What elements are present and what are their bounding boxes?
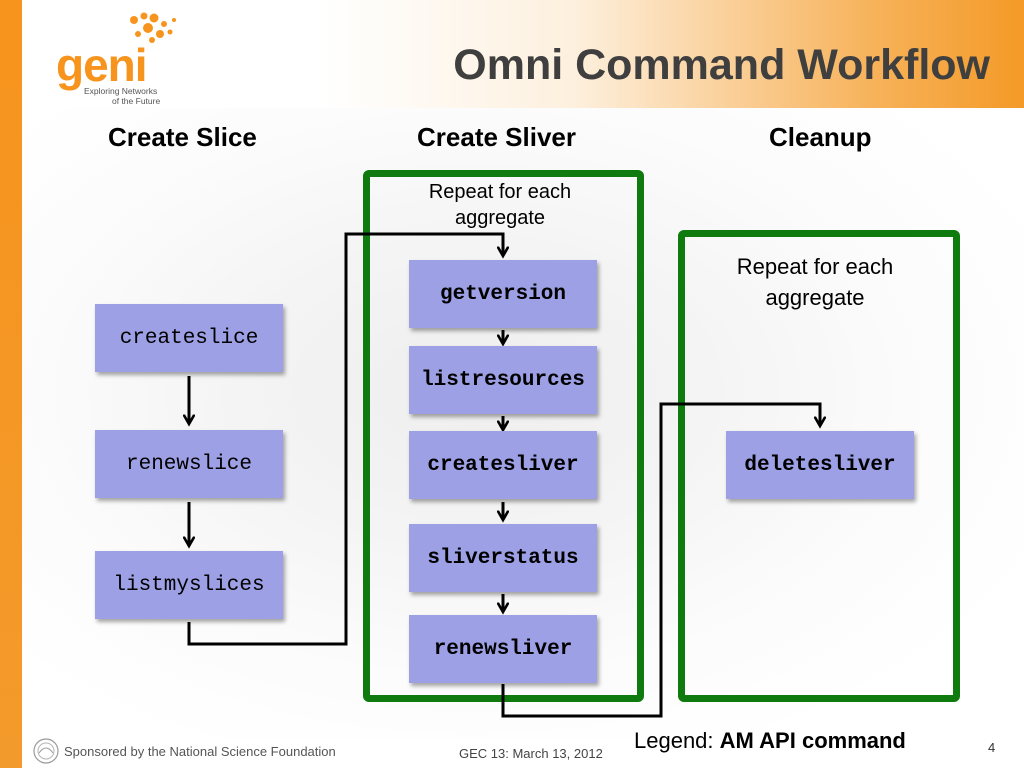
column-heading-create-slice: Create Slice bbox=[108, 122, 257, 152]
legend-label: Legend: bbox=[634, 728, 714, 753]
legend: Legend: AM API command bbox=[634, 726, 906, 756]
legend-value: AM API command bbox=[719, 728, 906, 753]
footer-sponsor: Sponsored by the National Science Founda… bbox=[64, 744, 336, 759]
nsf-seal-icon bbox=[33, 738, 59, 764]
logo-dots-icon bbox=[130, 12, 176, 43]
sliver-repeat-note: Repeat for each aggregate bbox=[390, 178, 610, 232]
logo-tagline: Exploring Networks of the Future bbox=[84, 86, 194, 106]
cmd-getversion: getversion bbox=[409, 260, 597, 328]
footer-event: GEC 13: March 13, 2012 bbox=[459, 746, 603, 761]
page-number: 4 bbox=[988, 740, 996, 755]
left-accent-bar bbox=[0, 0, 22, 768]
arrow-listmyslices-to-getversion bbox=[187, 232, 503, 646]
cmd-deletesliver: deletesliver bbox=[726, 431, 914, 499]
header-band bbox=[22, 0, 1024, 108]
arrow-renewsliver-to-deletesliver bbox=[501, 402, 820, 718]
sliver-repeat-note-line2: aggregate bbox=[454, 207, 546, 229]
cmd-listresources: listresources bbox=[409, 346, 597, 414]
cmd-createsliver: createsliver bbox=[409, 431, 597, 499]
slide-title: Omni Command Workflow bbox=[453, 41, 990, 89]
column-heading-create-sliver: Create Sliver bbox=[417, 122, 576, 152]
sliver-repeat-note-line1: Repeat for each bbox=[428, 181, 572, 203]
logo-tagline-line2: of the Future bbox=[112, 96, 161, 106]
geni-logo: geni Exploring Networks of the Future bbox=[52, 8, 192, 106]
cmd-sliverstatus: sliverstatus bbox=[409, 524, 597, 592]
cmd-renewsliver: renewsliver bbox=[409, 615, 597, 683]
column-heading-cleanup: Cleanup bbox=[769, 122, 872, 152]
logo-wordmark: geni bbox=[56, 39, 148, 91]
cleanup-repeat-group bbox=[678, 230, 960, 702]
cleanup-repeat-note: Repeat for each aggregate bbox=[705, 251, 925, 313]
cmd-createslice: createslice bbox=[95, 304, 283, 372]
logo-tagline-line1: Exploring Networks bbox=[84, 86, 158, 96]
cmd-listmyslices: listmyslices bbox=[95, 551, 283, 619]
cmd-renewslice: renewslice bbox=[95, 430, 283, 498]
cleanup-repeat-note-line2: aggregate bbox=[765, 285, 865, 310]
cleanup-repeat-note-line1: Repeat for each bbox=[736, 254, 894, 279]
